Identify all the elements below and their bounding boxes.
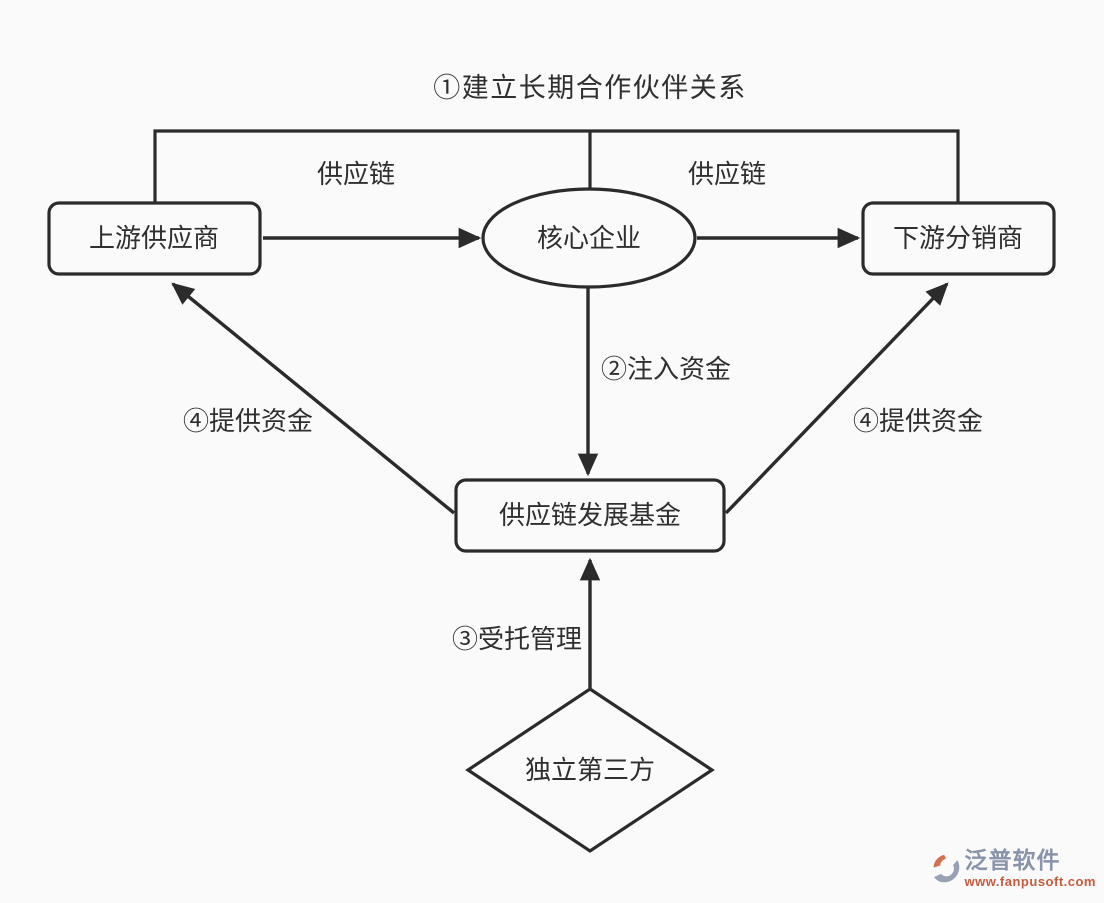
core-enterprise-label: 核心企业 (537, 223, 641, 253)
watermark-text: 泛普软件 www.fanpusoft.com (964, 847, 1096, 889)
node-independent-third-party: 独立第三方 (465, 687, 715, 853)
upstream-supplier-box (47, 201, 262, 276)
downstream-distributor-box (861, 201, 1056, 276)
watermark-url: www.fanpusoft.com (964, 874, 1096, 889)
node-downstream-distributor: 下游分销商 (861, 201, 1056, 276)
fanpu-logo-glyph (934, 854, 960, 883)
node-upstream-supplier: 上游供应商 (47, 201, 262, 276)
node-core-enterprise: 核心企业 (481, 187, 697, 289)
independent-third-party-label: 独立第三方 (525, 755, 655, 785)
independent-third-party-diamond (465, 687, 715, 853)
node-development-fund: 供应链发展基金 (454, 478, 726, 553)
development-fund-label: 供应链发展基金 (499, 500, 681, 530)
downstream-distributor-label: 下游分销商 (893, 223, 1023, 253)
core-enterprise-ellipse (481, 187, 697, 289)
diagram-title: ①建立长期合作伙伴关系 (433, 73, 747, 103)
watermark-brand: 泛普软件 (964, 847, 1061, 873)
upstream-supplier-label: 上游供应商 (89, 223, 219, 253)
arrow-fund-to-upstream (171, 282, 456, 515)
partnership-bracket-line (153, 129, 960, 203)
edge-label-provide-funds-right: ④提供资金 (853, 406, 983, 436)
development-fund-box (454, 478, 726, 553)
edge-label-provide-funds-left: ④提供资金 (183, 406, 313, 436)
fanpu-logo-icon (931, 853, 961, 890)
edge-label-supply-chain-left: 供应链 (317, 159, 395, 189)
edge-label-entrusted-management: ③受托管理 (452, 624, 582, 654)
edge-label-inject-funds: ②注入资金 (601, 354, 731, 384)
arrow-fund-to-downstream (724, 282, 949, 515)
watermark: 泛普软件 www.fanpusoft.com (931, 849, 1096, 890)
edge-label-supply-chain-right: 供应链 (688, 159, 766, 189)
